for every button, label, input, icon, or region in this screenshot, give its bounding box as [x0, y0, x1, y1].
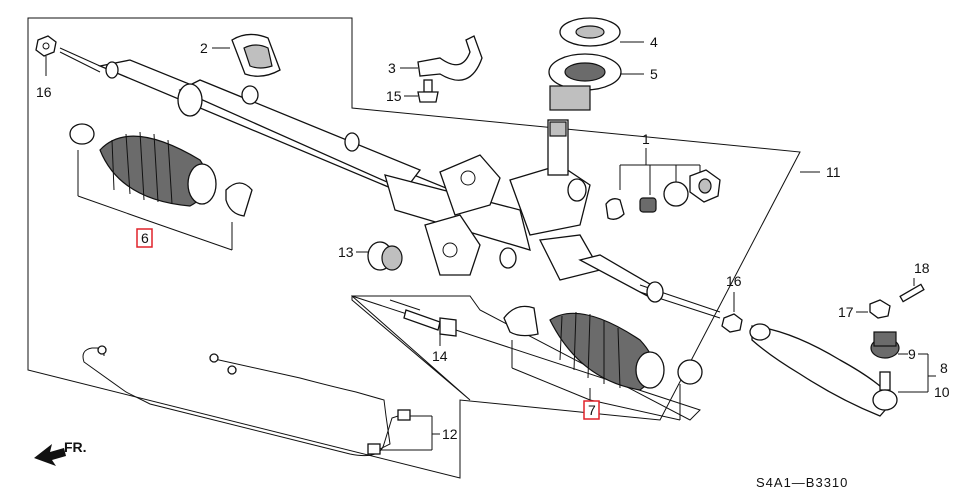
callout-12: 12 [442, 426, 458, 442]
callout-5: 5 [650, 66, 658, 82]
callout-3: 3 [388, 60, 396, 76]
bushing-2 [212, 33, 281, 77]
boot-7-right [503, 305, 703, 421]
callout-2: 2 [200, 40, 208, 56]
front-arrow-icon [34, 444, 66, 466]
nut-16-left [35, 35, 57, 76]
diagram-code: S4A1—B3310 [756, 475, 848, 490]
seal-5 [548, 53, 644, 111]
svg-text:7: 7 [588, 402, 596, 418]
nut-16-right [721, 292, 743, 333]
callout-16-left: 16 [36, 84, 52, 100]
boot-6-left [69, 123, 253, 251]
callout-13: 13 [338, 244, 354, 260]
callout-6-boxed: 6 [136, 228, 153, 248]
boot-7-boundary-2 [351, 294, 471, 401]
callout-17: 17 [838, 304, 854, 320]
tie-rod-end [749, 278, 936, 417]
callout-8: 8 [940, 360, 948, 376]
callout-9: 9 [908, 346, 916, 362]
callout-7-boxed: 7 [583, 400, 600, 420]
bolt-14 [389, 299, 457, 346]
washer-4 [559, 17, 644, 47]
rack-guide-group-1 [605, 148, 721, 220]
pipes-12 [82, 345, 440, 457]
callout-16-right: 16 [726, 273, 742, 289]
bolt-15 [404, 79, 439, 103]
callout-1: 1 [642, 131, 650, 147]
rack-housing [59, 47, 721, 319]
grommet-13 [356, 241, 403, 271]
bracket-3 [400, 35, 483, 81]
front-label: FR. [64, 439, 87, 455]
callout-10: 10 [934, 384, 950, 400]
svg-text:6: 6 [141, 230, 149, 246]
callout-15: 15 [386, 88, 402, 104]
assembly-boundary [27, 17, 801, 479]
callout-4: 4 [650, 34, 658, 50]
callout-11: 11 [826, 164, 841, 180]
callout-18: 18 [914, 260, 930, 276]
callout-14: 14 [432, 348, 448, 364]
